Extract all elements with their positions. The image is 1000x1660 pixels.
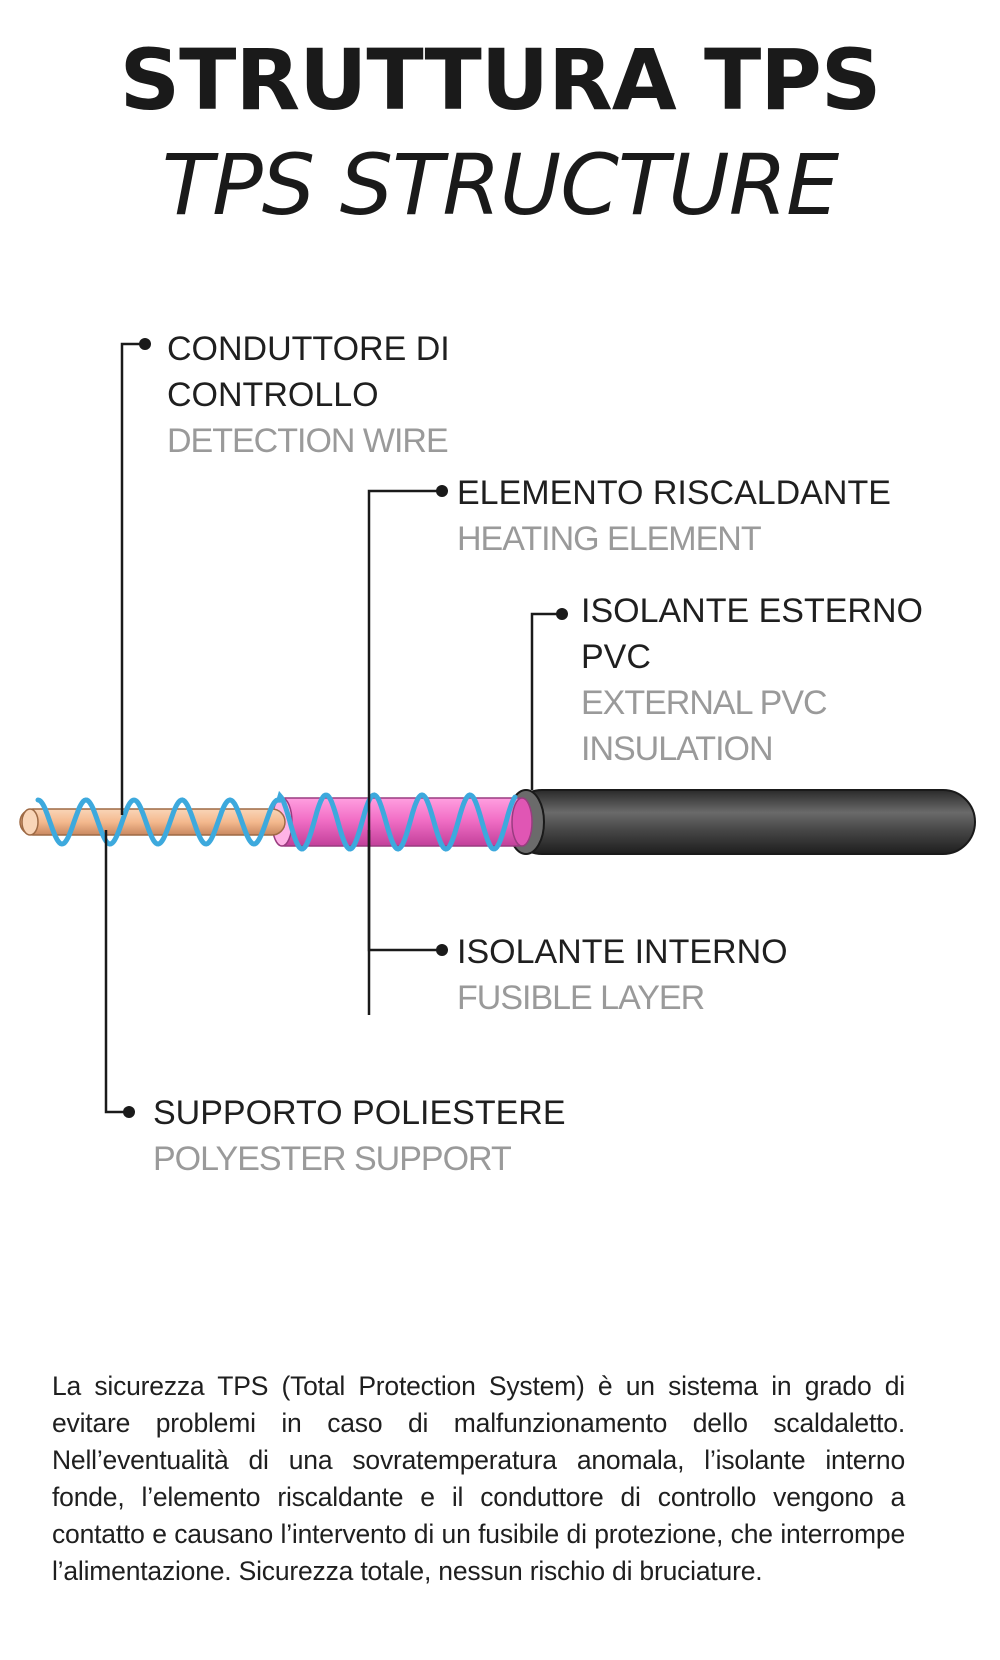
label-heating-element-italian: ELEMENTO RISCALDANTE	[457, 474, 891, 512]
label-detection-wire-english: DETECTION WIRE	[167, 422, 449, 460]
label-fusible-layer-italian: ISOLANTE INTERNO	[457, 933, 788, 971]
label-polyester-support-italian: SUPPORTO POLIESTERE	[153, 1094, 566, 1132]
leader-lines	[104, 342, 562, 1114]
label-external-insulation: ISOLANTE ESTERNO PVC EXTERNAL PVC INSULA…	[581, 588, 923, 772]
label-polyester-support-english: POLYESTER SUPPORT	[153, 1140, 512, 1178]
label-polyester-support: SUPPORTO POLIESTERE POLYESTER SUPPORT	[153, 1090, 566, 1182]
label-heating-element: ELEMENTO RISCALDANTE HEATING ELEMENT	[457, 470, 891, 562]
label-detection-wire: CONDUTTORE DI CONTROLLO DETECTION WIRE	[167, 326, 450, 464]
page-title-english: TPS STRUCTURE	[161, 136, 839, 234]
title-block: STRUTTURA TPS TPS STRUCTURE	[0, 30, 1000, 240]
detection-wire-helix	[35, 790, 518, 852]
label-external-insulation-italian: ISOLANTE ESTERNO PVC	[581, 592, 923, 676]
page-title-italian: STRUTTURA TPS	[119, 31, 882, 129]
outer-sheath	[507, 789, 976, 855]
leader-dots	[123, 338, 568, 1118]
label-external-insulation-english: EXTERNAL PVC INSULATION	[581, 684, 828, 768]
cable-diagram	[19, 338, 976, 1118]
label-fusible-layer: ISOLANTE INTERNO FUSIBLE LAYER	[457, 929, 788, 1021]
label-detection-wire-italian: CONDUTTORE DI CONTROLLO	[167, 330, 450, 414]
label-heating-element-english: HEATING ELEMENT	[457, 520, 762, 558]
label-fusible-layer-english: FUSIBLE LAYER	[457, 979, 705, 1017]
description-paragraph: La sicurezza TPS (Total Protection Syste…	[52, 1371, 905, 1586]
